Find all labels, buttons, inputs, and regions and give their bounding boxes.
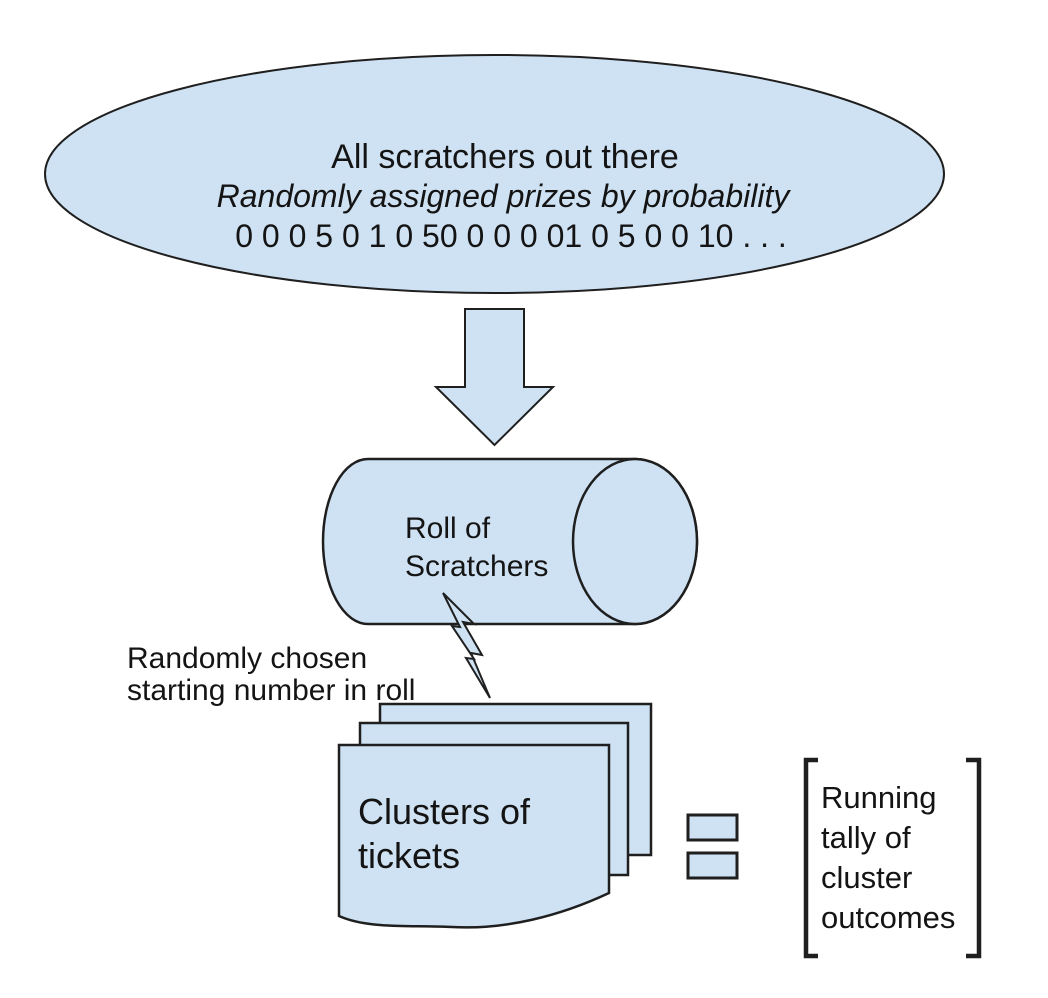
equals-top-bar [686, 813, 739, 842]
population-title: All scratchers out there [331, 138, 679, 176]
equals-icon [686, 813, 739, 880]
population-subtitle: Randomly assigned prizes by probability [217, 178, 792, 214]
annotation-line1: Randomly chosen [127, 642, 367, 675]
clusters-label-line1: Clusters of [358, 791, 531, 832]
equals-bottom-bar [686, 851, 739, 880]
prize-sequence: 0 0 0 5 0 1 0 50 0 0 0 01 0 5 0 0 10 . .… [235, 218, 787, 254]
roll-label-line1: Roll of [405, 512, 491, 545]
population-ellipse [44, 54, 945, 294]
clusters-label-line2: tickets [358, 835, 460, 876]
tally-line2: tally of [821, 820, 911, 855]
right-bracket-icon [966, 757, 982, 959]
ticket-stack-front-sheet [337, 743, 611, 929]
roll-label-line2: Scratchers [405, 550, 548, 583]
left-bracket-icon [803, 757, 818, 959]
lightning-bolt-icon [442, 592, 491, 699]
tally-line3: cluster [821, 860, 912, 895]
annotation-line2: starting number in roll [127, 674, 415, 707]
tally-line4: outcomes [821, 900, 955, 935]
tally-line1: Running [821, 780, 936, 815]
down-arrow-icon [433, 308, 556, 447]
cylinder-end-ellipse [571, 457, 699, 626]
